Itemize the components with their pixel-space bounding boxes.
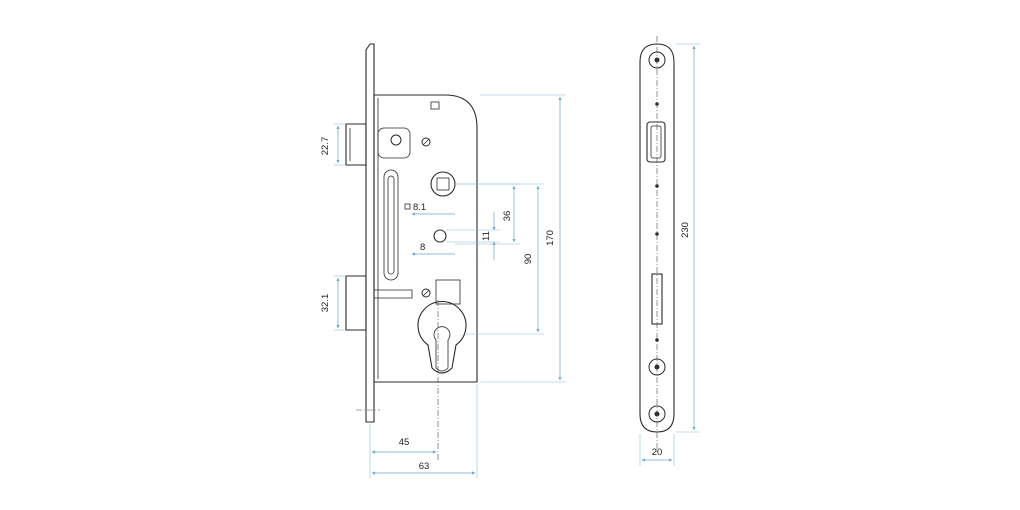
- guide-slot: [383, 169, 399, 281]
- lock-side-view: [345, 43, 478, 460]
- dead-bolt: [345, 275, 413, 331]
- front-dimensions: 230 20: [639, 43, 700, 466]
- side-dimensions: 22.7 32.1 8.1 36 11: [320, 94, 566, 478]
- dim-label-11: 11: [481, 231, 492, 241]
- dim-faceplate-width: 20: [639, 434, 675, 466]
- dim-label-90: 90: [523, 254, 534, 265]
- faceplate-outline: [639, 43, 675, 433]
- dim-label-170: 170: [545, 230, 556, 246]
- dim-label-20: 20: [652, 447, 663, 458]
- lower-block: [435, 279, 461, 305]
- dim-label-32-1: 32.1: [320, 294, 331, 313]
- dim-label-8: 8: [420, 242, 425, 253]
- dim-label-63: 63: [419, 461, 430, 472]
- locator-mark: [404, 203, 411, 210]
- spindle-follower: [430, 171, 456, 197]
- dim-backset-top: 22.7: [320, 123, 346, 166]
- dim-backset-bottom: 32.1: [320, 275, 346, 331]
- dim-label-22-7: 22.7: [320, 137, 331, 156]
- dim-pin-gap: 11: [446, 212, 500, 260]
- dim-pin-size: 8: [411, 242, 455, 256]
- dim-label-36: 36: [502, 211, 513, 222]
- dim-spindle-square: 8.1: [411, 202, 455, 216]
- faceplate-latch-opening: [646, 121, 666, 163]
- dim-label-230: 230: [680, 222, 691, 238]
- dim-faceplate-length: 230: [676, 43, 700, 433]
- side-faceplate: [365, 43, 375, 423]
- pin-hole: [433, 229, 447, 243]
- latch-bolt: [345, 123, 411, 166]
- dim-backset: 45: [369, 424, 437, 478]
- dim-center-distance: 90: [456, 183, 544, 335]
- side-centerlines: [356, 300, 439, 460]
- case-screws: [421, 101, 440, 298]
- dim-case-depth: 63: [371, 384, 478, 478]
- dim-label-45: 45: [399, 437, 410, 448]
- faceplate-front-view: [639, 36, 675, 452]
- dim-label-8-1: 8.1: [413, 202, 426, 213]
- dim-case-height: 170: [480, 94, 566, 383]
- cylinder-cutout: [417, 300, 467, 374]
